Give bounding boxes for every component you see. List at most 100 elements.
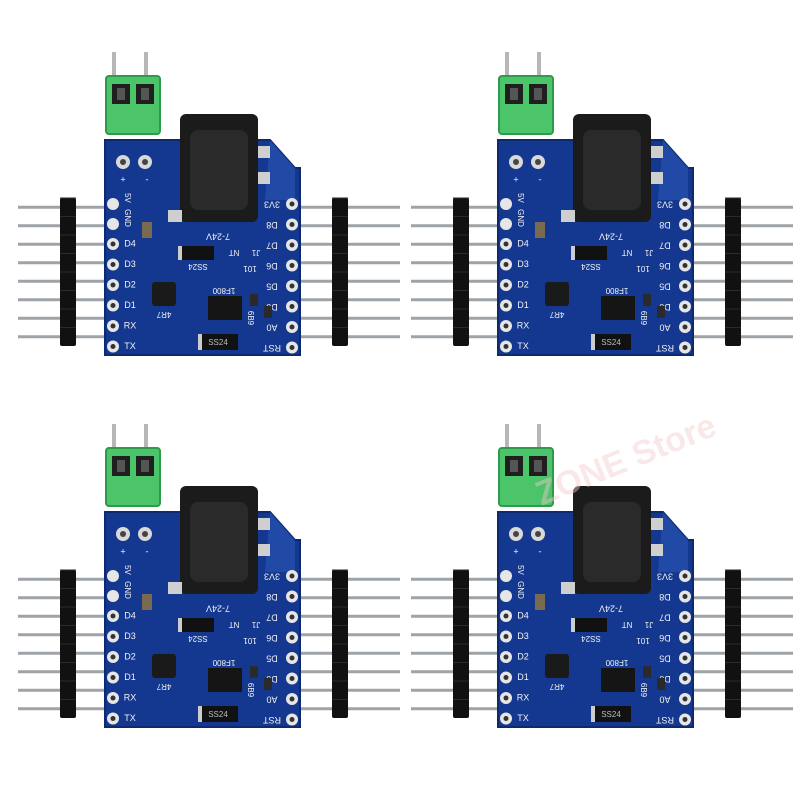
header-pin [300,205,400,209]
terminal-screw-slot [510,88,518,100]
pad-hole [289,324,295,330]
pad-hole [110,716,116,721]
label-D2: D2 [124,279,136,289]
pad-hole [682,263,688,268]
label-D6: D6 [266,261,278,271]
regulator-ic [601,296,635,320]
ss24-diode [571,246,607,260]
terminal-screw-slot [117,460,125,472]
label-D3: D3 [124,259,136,269]
header-pin [300,298,400,302]
pad-hole [110,634,116,639]
jack-lug [168,210,182,222]
power-pad-hole [535,531,541,537]
label-gnd: GND [516,209,525,227]
label-ss24-b: SS24 [601,710,621,719]
ss24-diode-2 [198,706,238,722]
power-pad-hole [120,159,126,165]
label-RST: RST [655,715,674,725]
label-ic: 1F800 [605,286,628,295]
label-D6: D6 [659,633,671,643]
pad-hole [503,634,509,639]
pcb-highlight [658,140,688,200]
pad-hole [289,614,295,620]
pad-gnd [107,590,119,602]
label-ss24-a: SS24 [188,634,208,643]
pad-hole [289,717,295,722]
pad-hole [110,323,116,329]
label-plus: + [120,546,125,556]
header-pin [693,279,793,283]
pad-hole [289,635,295,640]
header-pin [300,633,400,637]
label-reg: 6B9 [246,683,255,698]
label-ic: 1F800 [605,658,628,667]
pad-5v [500,198,512,210]
pad-gnd [107,218,119,230]
pad-hole [682,242,688,248]
label-RX: RX [517,320,530,330]
terminal-screw-slot [141,460,149,472]
label-5v: 5V [516,193,525,203]
header-pin [693,577,793,581]
header-pin [300,261,400,265]
pad-hole [110,675,116,680]
pad-hole [110,262,116,267]
label-j1: J1 [251,620,260,629]
board-2: +-5VGNDD4D3D2D1RXTX3V3D8D7D6D5D0A0RSTSS2… [411,52,793,356]
label-TX: TX [124,341,136,351]
smd-cap [535,222,545,238]
label-j1: J1 [644,620,653,629]
ss24-diode [178,618,214,632]
pad-hole [682,594,688,599]
pad-hole [110,613,116,619]
terminal-pin [537,52,541,80]
label-RST: RST [262,715,281,725]
label-D1: D1 [124,672,136,682]
pad-hole [682,655,688,661]
label-gnd: GND [516,581,525,599]
pad-hole [682,635,688,640]
diode-band [591,334,595,350]
label-5v: 5V [516,565,525,575]
label-reg: 6B9 [639,311,648,326]
inductor [152,654,176,678]
header-pin [693,633,793,637]
pad-hole [503,303,509,308]
diode-band [198,334,202,350]
regulator-ic [208,296,242,320]
label-D6: D6 [266,633,278,643]
pad-hole [503,344,509,349]
label-D2: D2 [517,279,529,289]
label-5v: 5V [123,193,132,203]
diode-band [571,618,575,632]
label-plus: + [513,174,518,184]
label-D7: D7 [266,241,278,251]
jack-lug [561,582,575,594]
pad-hole [682,283,688,289]
label-RX: RX [124,692,137,702]
pad-hole [289,573,295,579]
label-vin: 7-24V [599,604,623,614]
pad-gnd [500,590,512,602]
pad-hole [289,655,295,661]
board-4: +-5VGNDD4D3D2D1RXTX3V3D8D7D6D5D0A0RSTSS2… [411,424,793,728]
jack-lug [651,544,663,556]
pad-hole [110,241,116,247]
diode-band [571,246,575,260]
label-D1: D1 [517,672,529,682]
ss24-diode [178,246,214,260]
header-pin [300,651,400,655]
terminal-pin [505,424,509,452]
header-pin [300,224,400,228]
label-minus: - [146,174,149,184]
label-nt: NT [622,248,633,257]
dc-jack-face [190,130,248,210]
terminal-screw-slot [534,88,542,100]
pad-hole [682,676,688,681]
label-vin: 7-24V [206,232,230,242]
label-D5: D5 [659,654,671,664]
label-D7: D7 [266,613,278,623]
jack-lug [651,518,663,530]
